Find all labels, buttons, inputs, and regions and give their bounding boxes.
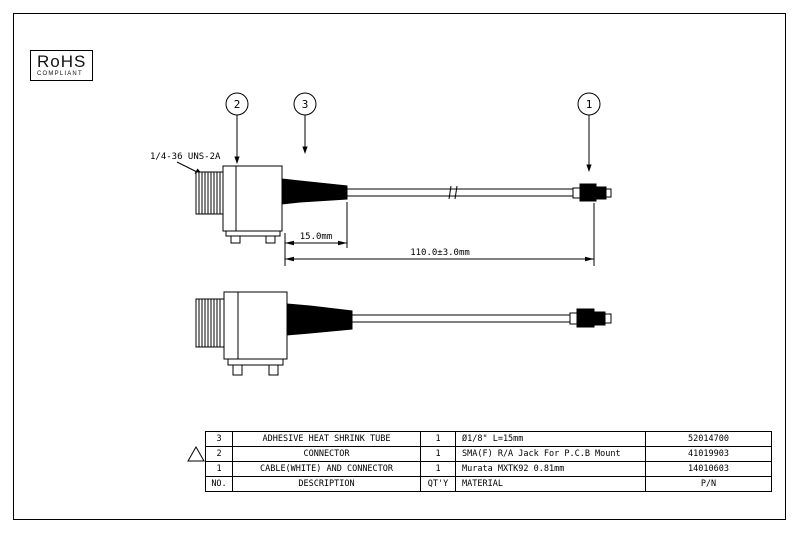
- rohs-stamp: RoHS COMPLIANT: [30, 50, 94, 81]
- dimension-overall: [285, 203, 595, 266]
- bom-header-description: DESCRIPTION: [232, 476, 421, 492]
- heat-shrink-tube: [281, 178, 348, 205]
- ufl-connector-head: [595, 186, 607, 200]
- dimension-arrow-icon: [585, 256, 594, 262]
- bom-item-material: SMA(F) R/A Jack For P.C.B Mount: [455, 446, 646, 462]
- cable-joint-mark: [454, 185, 458, 200]
- pcb-leg: [232, 364, 243, 376]
- table-row: 1 CABLE(WHITE) AND CONNECTOR 1 Murata MX…: [205, 461, 772, 477]
- dimension-arrow-icon: [285, 256, 294, 262]
- revision-triangle-icon: [187, 445, 205, 462]
- ufl-connector-neck: [572, 187, 581, 199]
- ufl-connector-tip: [605, 188, 612, 198]
- dimension-overall-value: 110.0±3.0mm: [410, 248, 470, 258]
- balloon-callout-2: [225, 92, 249, 164]
- leader-arrow-icon: [302, 146, 308, 154]
- table-row: 2 CONNECTOR 1 SMA(F) R/A Jack For P.C.B …: [205, 446, 772, 462]
- ufl-connector-tip: [604, 313, 612, 324]
- ufl-connector-body: [579, 183, 597, 202]
- balloon-callout-3: [293, 92, 317, 154]
- bom-item-description: CABLE(WHITE) AND CONNECTOR: [232, 461, 421, 477]
- ufl-connector-head: [593, 311, 606, 326]
- bom-item-qty: 1: [420, 461, 456, 477]
- assembly-top-view: [195, 165, 612, 244]
- balloon-1-number: 1: [586, 98, 593, 111]
- thread-hatching: [198, 299, 221, 347]
- sma-connector-body: [223, 291, 288, 360]
- pcb-mount-base: [225, 230, 281, 237]
- pcb-mount-base: [227, 358, 284, 366]
- table-header-row: NO. DESCRIPTION QT'Y MATERIAL P/N: [205, 476, 772, 492]
- rohs-title: RoHS: [37, 52, 87, 71]
- leader-arrow-icon: [586, 164, 592, 172]
- thread-hatching: [198, 172, 221, 214]
- pcb-leg: [268, 364, 279, 376]
- bom-item-no: 2: [205, 446, 233, 462]
- sma-thread-barrel: [195, 298, 225, 348]
- bom-item-pn: 14010603: [645, 461, 772, 477]
- bom-header-qty: QT'Y: [420, 476, 456, 492]
- border-frame: [13, 13, 786, 520]
- table-row: 3 ADHESIVE HEAT SHRINK TUBE 1 Ø1/8" L=15…: [205, 431, 772, 447]
- assembly-bottom-view: [195, 291, 612, 376]
- pcb-leg: [265, 235, 276, 244]
- ufl-connector-body: [576, 308, 595, 328]
- heat-shrink-tube: [286, 303, 353, 336]
- balloon-callout-1: [577, 92, 601, 172]
- balloon-3-number: 3: [302, 98, 309, 111]
- sma-thread-barrel: [195, 171, 224, 215]
- sma-connector-body: [222, 165, 283, 232]
- bom-header-pn: P/N: [645, 476, 772, 492]
- dimension-heat-shrink: [284, 202, 348, 266]
- leader-arrow-icon: [234, 156, 240, 164]
- bom-item-material: Murata MXTK92 0.81mm: [455, 461, 646, 477]
- pcb-leg: [230, 235, 241, 244]
- dimension-heat-shrink-value: 15.0mm: [300, 232, 333, 242]
- ufl-connector-neck: [569, 312, 578, 325]
- bom-item-description: CONNECTOR: [232, 446, 421, 462]
- bom-item-description: ADHESIVE HEAT SHRINK TUBE: [232, 431, 421, 447]
- cable-joint-mark: [448, 185, 452, 200]
- thread-spec-label: 1/4-36 UNS-2A: [150, 152, 221, 162]
- bom-header-material: MATERIAL: [455, 476, 646, 492]
- bom-table: 3 ADHESIVE HEAT SHRINK TUBE 1 Ø1/8" L=15…: [205, 431, 772, 492]
- balloon-2-number: 2: [234, 98, 241, 111]
- bom-item-qty: 1: [420, 446, 456, 462]
- dimension-arrow-icon: [285, 240, 294, 246]
- bom-header-no: NO.: [205, 476, 233, 492]
- dimension-arrow-icon: [338, 240, 347, 246]
- bom-item-no: 1: [205, 461, 233, 477]
- bom-item-no: 3: [205, 431, 233, 447]
- bom-item-material: Ø1/8" L=15mm: [455, 431, 646, 447]
- bom-item-pn: 41019903: [645, 446, 772, 462]
- bom-item-pn: 52014700: [645, 431, 772, 447]
- bom-item-qty: 1: [420, 431, 456, 447]
- rohs-subtitle: COMPLIANT: [37, 71, 83, 77]
